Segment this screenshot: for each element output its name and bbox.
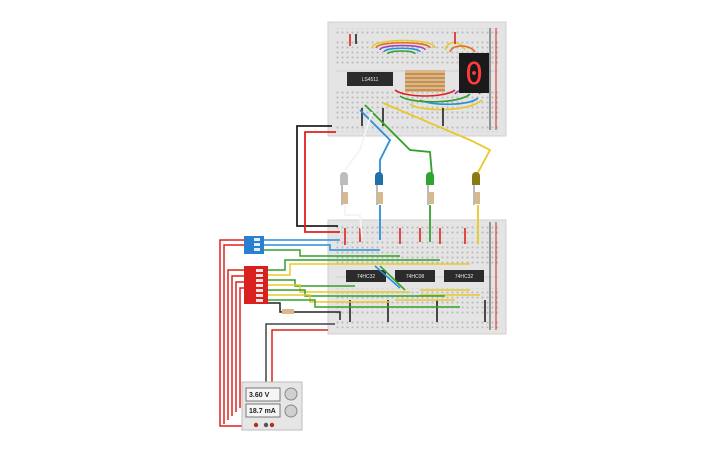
- negative-terminal: [263, 422, 269, 428]
- led-white[interactable]: [340, 172, 348, 205]
- interboard-wires: [296, 102, 492, 244]
- pulldown-resistor: [282, 309, 294, 314]
- current-knob-icon: [284, 404, 298, 418]
- chip-1[interactable]: 74HC32: [346, 270, 386, 282]
- decoder-chip-label: LS4511: [362, 77, 379, 83]
- chip-2[interactable]: 74HC08: [395, 270, 435, 282]
- switch-wires: [264, 239, 470, 320]
- voltage-display: [245, 387, 281, 402]
- chip-1-label: 74HC32: [357, 274, 376, 280]
- led-blue[interactable]: [375, 172, 383, 205]
- led-olive[interactable]: [472, 172, 480, 205]
- seven-segment-display[interactable]: 0: [459, 53, 489, 93]
- bottom-board-wires: [344, 222, 497, 330]
- voltage-knob-icon: [284, 387, 298, 401]
- current-readout: 18.7 mA: [249, 408, 276, 415]
- led-green[interactable]: [426, 172, 434, 205]
- display-digit: 0: [465, 57, 483, 92]
- dip-switch-red[interactable]: [244, 266, 268, 304]
- power-supply[interactable]: 3.60 V 18.7 mA: [241, 381, 303, 431]
- voltage-readout: 3.60 V: [249, 392, 270, 399]
- resistor: [343, 192, 348, 204]
- decoder-chip[interactable]: LS4511: [347, 72, 393, 86]
- dip-switch-blue[interactable]: [244, 236, 264, 254]
- chip-3[interactable]: 74HC32: [444, 270, 484, 282]
- resistor-bank: [405, 70, 445, 92]
- chip-2-label: 74HC08: [406, 274, 425, 280]
- positive-terminal: [253, 422, 259, 428]
- current-display: [245, 403, 281, 418]
- chip-3-label: 74HC32: [455, 274, 474, 280]
- led-white-body: [340, 172, 348, 185]
